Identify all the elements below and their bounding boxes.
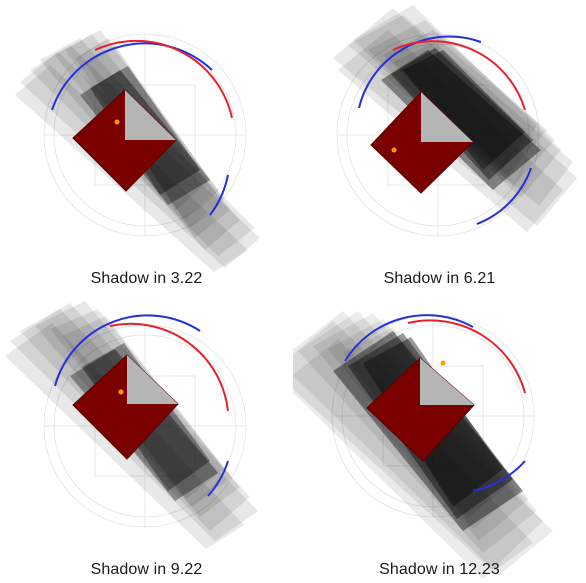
- shadow-diagram-3-22: [15, 30, 260, 272]
- shadow-diagram-6-21: [333, 5, 577, 237]
- panel-shadow-12-23: Shadow in 12.23: [293, 291, 586, 582]
- panel-label: Shadow in 6.21: [383, 270, 496, 287]
- panel-label: Shadow in 12.23: [379, 561, 500, 578]
- gray-face: [421, 92, 473, 142]
- panel-shadow-6-21: Shadow in 6.21: [293, 0, 586, 291]
- sun-position-dot: [118, 389, 124, 395]
- shadow-core: [381, 48, 541, 190]
- panel-label: Shadow in 9.22: [90, 561, 203, 578]
- gray-face: [125, 90, 176, 140]
- panel-shadow-9-22: Shadow in 9.22: [0, 291, 293, 582]
- sun-arc-blue: [344, 314, 526, 492]
- sun-position-dot: [440, 360, 446, 366]
- gray-face: [127, 355, 178, 404]
- sun-arc-red: [109, 322, 229, 412]
- sun-position-dot: [114, 119, 120, 125]
- sun-arc-red: [407, 319, 526, 394]
- sun-position-dot: [391, 147, 397, 153]
- sun-arc-blue: [358, 35, 532, 225]
- sun-arc-blue: [54, 314, 229, 497]
- sun-arc-red: [392, 40, 526, 111]
- panel-shadow-3-22: Shadow in 3.22: [0, 0, 293, 291]
- gray-face: [420, 358, 474, 405]
- shadow-diagram-12-23: [293, 311, 553, 579]
- shadow-diagram-9-22: [5, 301, 258, 549]
- sun-arc-blue: [51, 42, 229, 216]
- sun-arc-red: [94, 39, 233, 119]
- panel-label: Shadow in 3.22: [90, 270, 203, 287]
